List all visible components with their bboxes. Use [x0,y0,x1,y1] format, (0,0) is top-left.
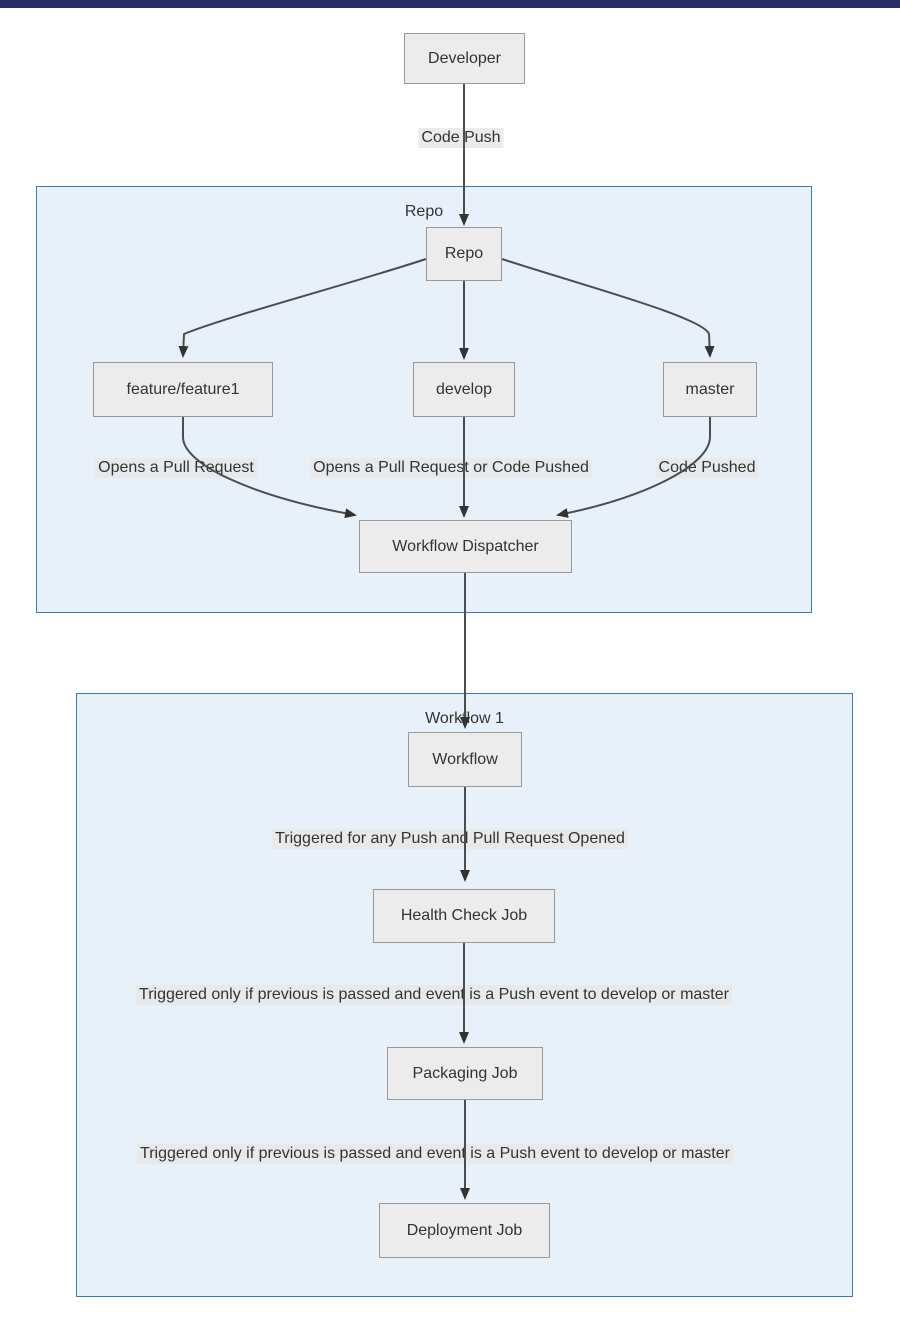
subgraph-repo-label: Repo [404,203,444,220]
top-accent-bar [0,0,900,8]
edge-repo-feature [178,258,427,358]
edge-label-code-push: Code Push [418,128,504,148]
node-master: master [663,362,757,417]
edge-feature-dispatcher [182,417,357,519]
edge-repo-master [501,258,715,358]
node-health-check-job: Health Check Job [373,889,555,943]
edge-label-opens-pull-request-or-code-pushed: Opens a Pull Request or Code Pushed [310,458,592,478]
node-feature-feature1: feature/feature1 [93,362,273,417]
edge-label-triggered-any-push: Triggered for any Push and Pull Request … [272,829,628,849]
edge-label-triggered-only-previous-2: Triggered only if previous is passed and… [137,1144,733,1164]
node-developer: Developer [404,33,525,84]
node-workflow-dispatcher: Workflow Dispatcher [359,520,572,573]
edge-label-triggered-only-previous-1: Triggered only if previous is passed and… [136,985,732,1005]
node-deployment-job: Deployment Job [379,1203,550,1258]
node-packaging-job: Packaging Job [387,1047,543,1100]
node-repo: Repo [426,227,502,281]
edge-master-dispatcher [556,417,711,518]
node-develop: develop [413,362,515,417]
node-workflow: Workflow [408,732,522,787]
